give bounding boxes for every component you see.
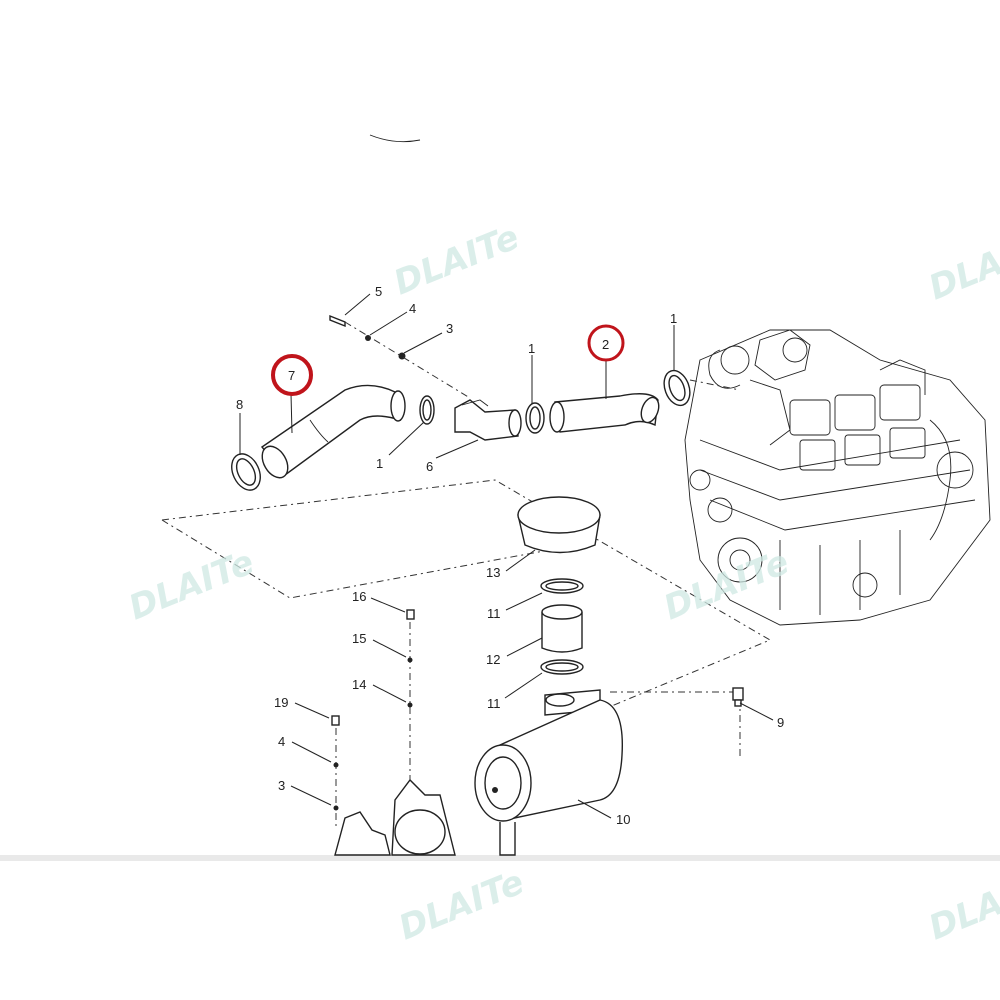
callout-3-top: 3 (446, 321, 453, 336)
callout-10: 10 (616, 812, 630, 827)
callout-7: 7 (288, 368, 295, 383)
part-11-clamp-lower (540, 659, 584, 675)
part-6-bracket-tube (454, 399, 522, 441)
leader-lines (239, 293, 774, 819)
callout-15: 15 (352, 631, 366, 646)
callout-1-middle: 1 (528, 341, 535, 356)
callout-11-upper: 11 (487, 606, 501, 621)
callout-9: 9 (777, 715, 784, 730)
callout-11-lower: 11 (487, 696, 501, 711)
part-14-nut (407, 702, 413, 708)
fastener-axis (344, 321, 471, 399)
part-4-washer (333, 762, 339, 768)
watermark-6: DLAITe (923, 862, 1000, 948)
connection-line-c (610, 691, 741, 760)
part-15-washer (407, 657, 413, 663)
watermark-3: DLAITe (123, 542, 259, 628)
callout-1-left: 1 (376, 456, 383, 471)
part-19-bolt (331, 715, 340, 726)
callout-5: 5 (375, 284, 382, 299)
callout-3-bottom: 3 (278, 778, 285, 793)
bottom-separator (0, 855, 1000, 861)
connection-line-engine (689, 379, 741, 391)
part-8-clamp (231, 453, 261, 491)
part-7-elbow-hose (260, 384, 406, 479)
highlight-ring-2 (587, 324, 625, 362)
engine-illustration (684, 329, 991, 626)
callout-8: 8 (236, 397, 243, 412)
callout-14: 14 (352, 677, 366, 692)
mounting-bracket (334, 778, 456, 856)
part-1-clamp-left (419, 395, 435, 425)
fastener-bolt-5 (329, 314, 346, 328)
fastener-washer-4 (365, 335, 371, 341)
callout-6: 6 (426, 459, 433, 474)
part-10-air-filter (474, 689, 624, 856)
callout-12: 12 (486, 652, 500, 667)
part-12-sleeve (541, 604, 583, 653)
part-3-nut (333, 805, 339, 811)
highlight-ring-7 (271, 354, 313, 396)
watermark-4: DLAITe (658, 542, 794, 628)
part-2-elbow-hose (549, 393, 660, 433)
callout-16: 16 (352, 589, 366, 604)
part-1-clamp-right (663, 369, 691, 407)
callout-4-top: 4 (409, 301, 416, 316)
connection-line-a (161, 479, 772, 716)
watermark-2: DLAITe (923, 222, 1000, 308)
callout-13: 13 (486, 565, 500, 580)
part-16-bolt (406, 609, 415, 620)
part-1-clamp-middle (525, 402, 545, 434)
part-11-clamp-upper (540, 578, 584, 594)
watermark-1: DLAITe (388, 217, 524, 303)
watermark-5: DLAITe (393, 862, 529, 948)
stray-stroke (369, 134, 421, 143)
callout-1-right: 1 (670, 311, 677, 326)
callout-19: 19 (274, 695, 288, 710)
part-13-rain-cap (517, 496, 601, 554)
callout-2: 2 (602, 337, 609, 352)
callout-4-bottom: 4 (278, 734, 285, 749)
